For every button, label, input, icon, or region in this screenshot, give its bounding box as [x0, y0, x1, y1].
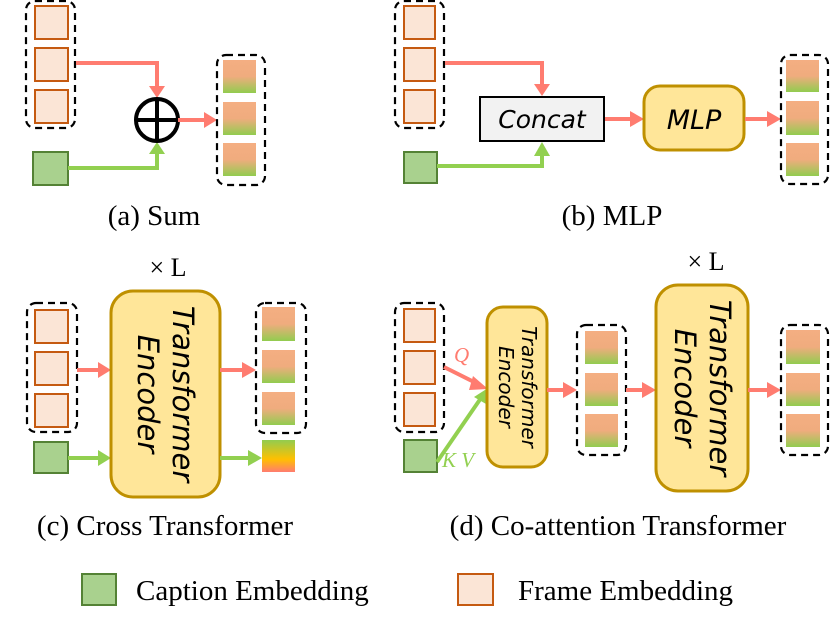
frame-arrowhead [149, 86, 165, 98]
fused-embedding [262, 392, 295, 425]
fused-embedding [262, 307, 295, 341]
caption-arrowhead [534, 142, 550, 156]
svg-text:Encoder: Encoder [668, 329, 702, 450]
panel-b-caption: (b) MLP [562, 200, 663, 232]
frame-embedding [34, 351, 69, 386]
mlp-label: MLP [667, 105, 722, 136]
frame-embedding [34, 309, 69, 344]
frame-arrowhead [98, 362, 111, 378]
fused-embedding [786, 60, 819, 92]
fused-embedding [262, 350, 295, 383]
frame-embedding [34, 5, 69, 40]
frame-embedding [403, 350, 436, 385]
frame-group-box [25, 301, 79, 434]
frame-arrow [445, 61, 544, 86]
query-label: Q [454, 343, 469, 367]
svg-text:Encoder: Encoder [494, 346, 518, 430]
fused-embedding [786, 143, 819, 176]
fused-group-box [779, 323, 830, 457]
frame-group-box [24, 0, 77, 130]
encoder-output-arrowhead [563, 382, 577, 398]
co-attention-encoder-block [485, 305, 549, 469]
caption-arrow [68, 152, 159, 170]
caption-output-arrowhead [248, 450, 262, 466]
frame-group-box [393, 0, 446, 130]
frame-embedding [34, 393, 69, 428]
panel-a-caption: (a) Sum [108, 200, 201, 232]
frame-embedding [34, 89, 69, 124]
repeat-label: × L [687, 247, 724, 276]
fused-group-box [779, 53, 830, 186]
fused-group-box [254, 301, 308, 435]
panel-a-sum: (a) Sum [24, 0, 267, 232]
key-value-label: K V [441, 448, 476, 472]
svg-text:Transformer: Transformer [517, 326, 541, 450]
frame-embedding [403, 5, 436, 40]
caption-embedding [33, 441, 69, 474]
frame-embedding [403, 392, 436, 427]
panel-d-caption: (d) Co-attention Transformer [450, 510, 787, 542]
legend: Caption Embedding Frame Embedding [81, 573, 733, 607]
caption-embedding [32, 151, 69, 186]
panel-c-cross-transformer: × L Transformer Encoder (c) Cross Transf… [25, 253, 308, 542]
fused-embedding [786, 414, 820, 447]
fused-embedding [585, 414, 618, 447]
svg-text:Transformer: Transformer [166, 306, 200, 485]
transformer-encoder-block [109, 289, 222, 499]
panel-c-caption: (c) Cross Transformer [37, 510, 293, 542]
caption-embedding [403, 439, 438, 473]
fused-embedding [585, 331, 618, 364]
panel-d-co-attention-transformer: Q K V Transformer Encoder × L Transforme… [393, 247, 830, 542]
fused-group-box [215, 53, 267, 187]
frame-embedding [403, 308, 436, 343]
sum-operator-icon [134, 97, 180, 143]
fused-embedding [223, 60, 256, 93]
caption-arrowhead [98, 450, 111, 466]
fused-embedding [786, 330, 820, 364]
output-arrowhead [767, 382, 781, 398]
frame-embedding [403, 47, 436, 82]
query-arrowhead [469, 376, 488, 390]
key-value-arrow [435, 396, 483, 464]
fused-embedding [223, 143, 256, 176]
repeat-label: × L [149, 253, 186, 282]
legend-frame-swatch [457, 573, 494, 606]
key-value-arrowhead [474, 388, 488, 404]
legend-caption-label: Caption Embedding [136, 575, 369, 607]
fused-embedding [585, 373, 618, 406]
svg-text:Encoder: Encoder [131, 335, 165, 456]
frame-arrow [76, 61, 159, 88]
mlp-block [642, 84, 746, 152]
caption-arrow [437, 154, 544, 168]
legend-caption-swatch [81, 573, 117, 606]
output-arrowhead [767, 111, 781, 127]
fused-embedding [786, 101, 819, 135]
fused-embedding [786, 373, 820, 406]
fused-embedding [223, 102, 256, 135]
caption-embedding [403, 151, 438, 184]
svg-text:Transformer: Transformer [703, 300, 737, 479]
concat-block [479, 96, 605, 142]
output-arrowhead [242, 362, 256, 378]
output-arrowhead [204, 112, 217, 128]
concat-to-mlp-arrowhead [630, 111, 644, 127]
caption-arrowhead [149, 142, 165, 154]
transformer-encoder-label: Transformer Encoder [131, 306, 200, 485]
to-stack-arrowhead [642, 382, 656, 398]
panel-b-mlp: Concat MLP (b) MLP [393, 0, 830, 232]
fused-caption-embedding [262, 440, 295, 472]
co-attention-encoder-label: Transformer Encoder [494, 326, 541, 450]
concat-label: Concat [498, 105, 587, 134]
legend-frame-label: Frame Embedding [518, 575, 733, 607]
frame-embedding [403, 89, 436, 124]
frame-embedding [34, 47, 69, 82]
frame-arrowhead [534, 84, 550, 96]
transformer-encoder-label: Transformer Encoder [668, 300, 737, 479]
